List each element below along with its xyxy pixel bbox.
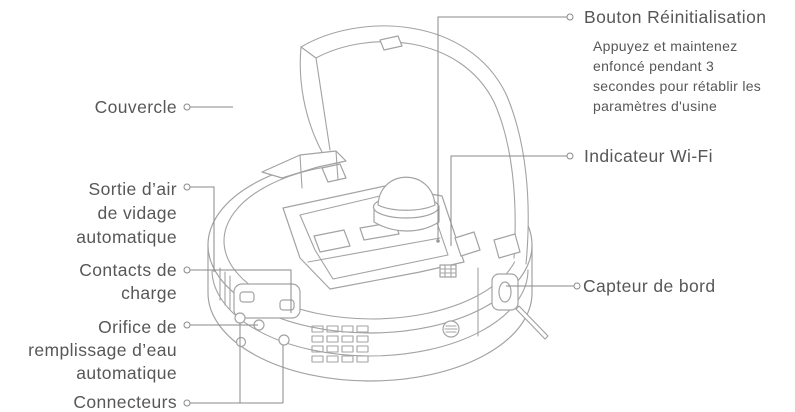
leader-line-wifi bbox=[450, 155, 567, 246]
leader-dot-orifice bbox=[183, 321, 191, 329]
label-sortie-air-line-2: de vidage bbox=[98, 203, 178, 223]
vent-slot bbox=[311, 355, 324, 363]
dustbin-tab bbox=[313, 229, 351, 253]
vent-slot bbox=[311, 345, 324, 353]
lid-outer-edge bbox=[299, 25, 529, 265]
leader-dot-capteur-bord bbox=[573, 282, 581, 290]
lid-hinge-right bbox=[454, 231, 521, 259]
side-brush bbox=[515, 305, 549, 340]
vent-slot bbox=[356, 345, 369, 353]
charge-contact-left bbox=[239, 291, 255, 303]
reset-button bbox=[436, 239, 440, 243]
lid-fill bbox=[301, 25, 529, 265]
leader-dot-wifi bbox=[566, 152, 574, 160]
label-bouton-reinit: Bouton Réinitialisation bbox=[584, 7, 766, 27]
leader-dot-contacts-charge bbox=[183, 266, 191, 274]
labels-right: Bouton Réinitialisation Appuyez et maint… bbox=[583, 7, 766, 296]
leader-dot-couvercle bbox=[183, 103, 191, 111]
label-sortie-air-line-3: automatique bbox=[76, 227, 177, 247]
vent-slot bbox=[356, 325, 369, 333]
hinge-clip-right bbox=[493, 233, 521, 259]
label-bouton-reinit-desc-line-3: secondes pour rétablir les bbox=[593, 78, 761, 94]
leader-lines bbox=[183, 13, 581, 407]
carry-bracket-stem bbox=[299, 150, 339, 189]
vent-slot bbox=[341, 355, 354, 363]
label-bouton-reinit-desc-line-2: enfoncé pendant 3 bbox=[593, 58, 714, 74]
label-contacts-charge-line-1: Contacts de bbox=[79, 260, 177, 280]
speaker-holes bbox=[444, 325, 458, 333]
label-bouton-reinit-desc-line-1: Appuyez et maintenez bbox=[593, 38, 738, 54]
label-capteur-bord: Capteur de bord bbox=[583, 276, 715, 296]
vent-slot bbox=[341, 325, 354, 333]
charge-contact-right bbox=[279, 299, 295, 311]
label-indicateur-wifi: Indicateur Wi-Fi bbox=[584, 146, 713, 166]
leader-dot-bouton-reinit bbox=[566, 13, 574, 21]
label-orifice-line-1: Orifice de bbox=[98, 317, 177, 337]
charge-contacts bbox=[233, 283, 301, 319]
back-handle bbox=[261, 150, 347, 189]
vent-slot bbox=[326, 335, 339, 343]
laser-dome-cap bbox=[377, 176, 436, 211]
vent-slot bbox=[326, 325, 339, 333]
connector-port-lower bbox=[235, 336, 247, 348]
connector-port-right bbox=[278, 334, 290, 346]
vent-slot bbox=[311, 325, 324, 333]
vent-grille bbox=[311, 325, 369, 363]
ports bbox=[234, 312, 290, 348]
leader-line-sortie-air bbox=[190, 186, 215, 272]
auto-empty-air-outlet bbox=[219, 267, 231, 310]
outlet-slats bbox=[219, 267, 231, 310]
labels-left: Couvercle Sortie d’air de vidage automat… bbox=[28, 97, 178, 412]
label-connecteurs: Connecteurs bbox=[73, 392, 177, 412]
vent-slot bbox=[326, 355, 339, 363]
lid-left-fold bbox=[300, 46, 331, 151]
label-couvercle: Couvercle bbox=[95, 97, 177, 117]
connector-port-left bbox=[234, 312, 246, 324]
laser-sensor-dome bbox=[372, 176, 440, 232]
speaker-grille bbox=[442, 320, 460, 338]
vent-slot bbox=[341, 335, 354, 343]
leader-line-connecteurs bbox=[190, 323, 284, 404]
carry-bracket-clip bbox=[321, 163, 347, 183]
label-orifice-line-2: remplissage d’eau bbox=[28, 340, 177, 360]
vent-slot bbox=[356, 355, 369, 363]
lid-hinge-tab bbox=[379, 35, 403, 51]
wifi-indicator bbox=[439, 264, 457, 278]
label-sortie-air-line-1: Sortie d’air bbox=[89, 179, 177, 199]
edge-sensor-window bbox=[498, 281, 512, 303]
label-contacts-charge-line-2: charge bbox=[121, 283, 177, 303]
vent-slot bbox=[356, 335, 369, 343]
robot-lid bbox=[299, 25, 529, 265]
vent-slot bbox=[311, 335, 324, 343]
label-bouton-reinit-desc-line-4: paramètres d'usine bbox=[593, 98, 717, 114]
lid-inner-edge bbox=[315, 41, 516, 259]
dustbin-rail bbox=[307, 237, 441, 263]
leader-line-contacts-charge bbox=[190, 269, 292, 313]
leader-dot-sortie-air bbox=[183, 183, 191, 191]
label-orifice-line-3: automatique bbox=[76, 363, 177, 383]
wifi-indicator-grid bbox=[439, 264, 457, 278]
wifi-indicator-box bbox=[439, 264, 457, 278]
edge-sensor bbox=[491, 273, 519, 311]
leader-line-bouton-reinit bbox=[437, 16, 567, 240]
leader-dot-connecteurs bbox=[183, 399, 191, 407]
hinge-clip-left bbox=[454, 231, 481, 257]
vent-slot bbox=[326, 345, 339, 353]
vent-slot bbox=[341, 345, 354, 353]
